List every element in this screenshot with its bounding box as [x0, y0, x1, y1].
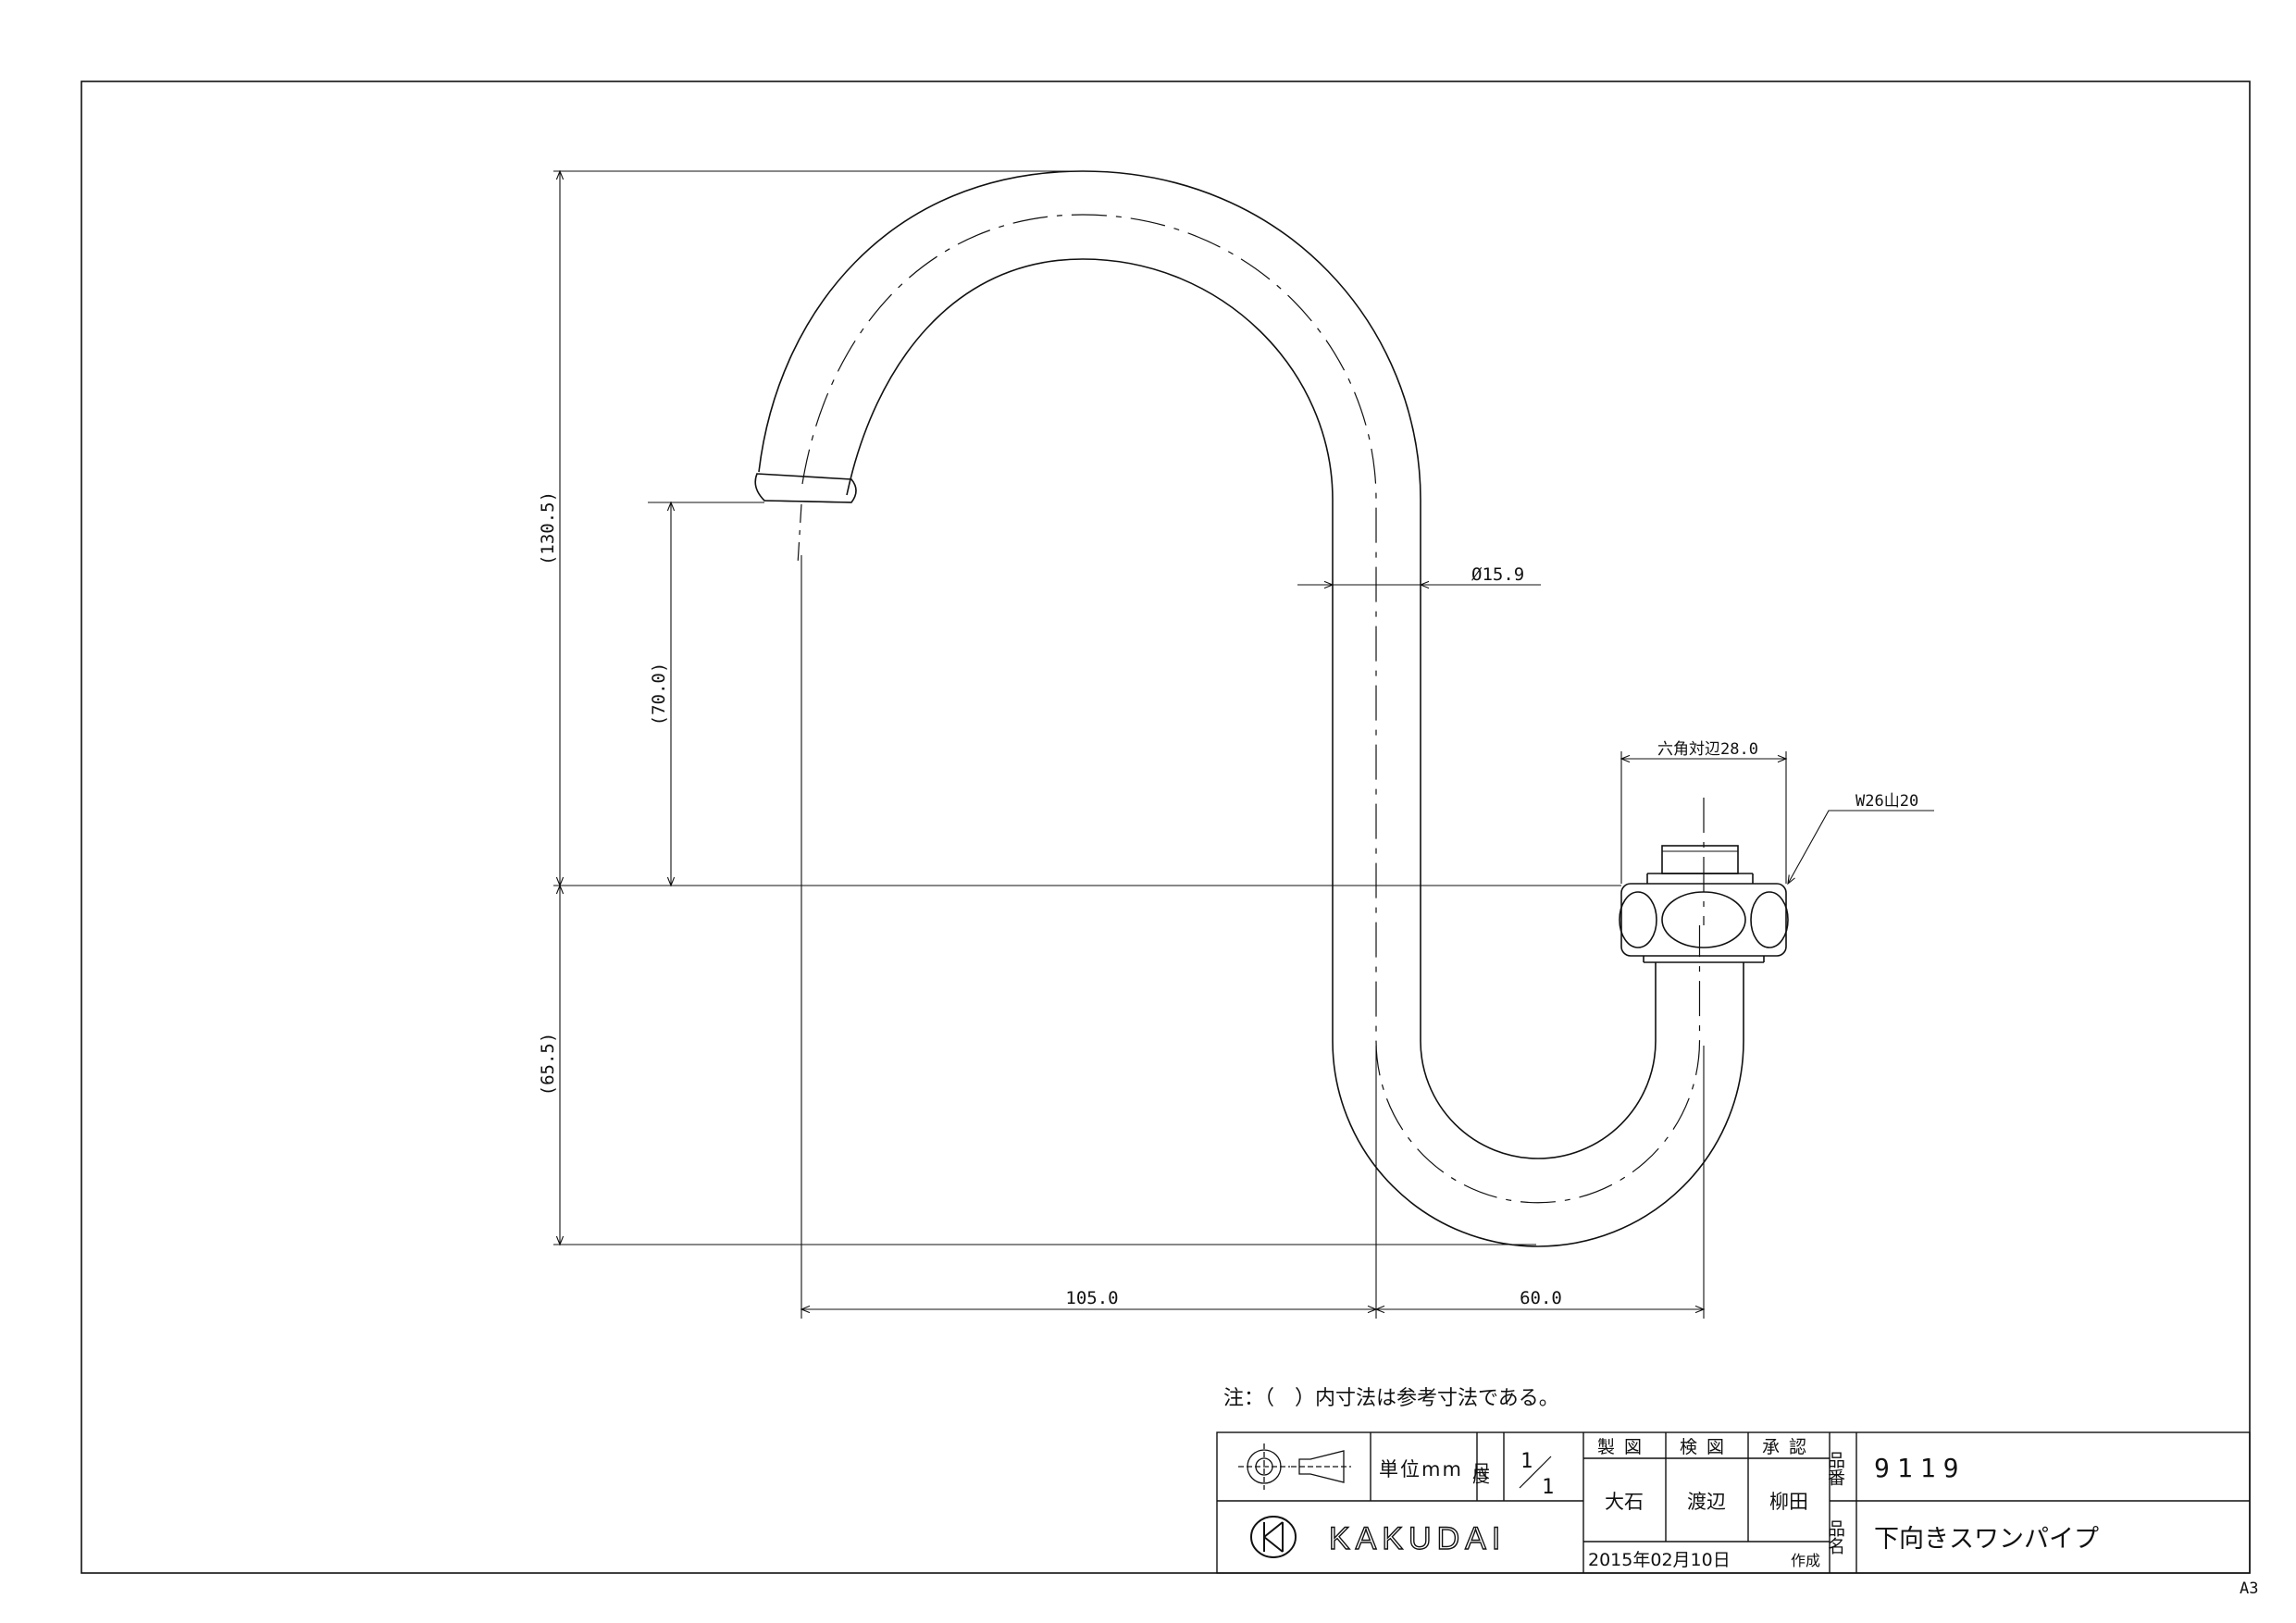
- dim-outlet-height: (70.0): [649, 663, 669, 726]
- drawing-date: 2015年02月10日: [1588, 1550, 1731, 1570]
- scale-numerator: 1: [1520, 1450, 1533, 1473]
- pipe-outer-wall: [758, 170, 1657, 1159]
- part-name-label: 品名: [1825, 1519, 1845, 1555]
- date-suffix: 作成: [1791, 1552, 1820, 1569]
- part-no: 9119: [1874, 1453, 1966, 1483]
- swan-pipe: [754, 170, 1789, 1247]
- approved-label: 承認: [1762, 1437, 1816, 1457]
- scale-label: 尺度: [1470, 1462, 1490, 1484]
- drawn-label: 製図: [1597, 1437, 1651, 1457]
- checked-label: 検図: [1680, 1437, 1733, 1457]
- kakudai-logo: KAKUDAI: [1250, 1516, 1506, 1558]
- part-no-label: 品番: [1825, 1451, 1845, 1486]
- dim-height-total: (130.5): [538, 491, 558, 565]
- checked-by: 渡辺: [1687, 1491, 1726, 1513]
- brand-name: KAKUDAI: [1329, 1521, 1506, 1556]
- thread-leader: [1787, 810, 1934, 886]
- approved-by: 柳田: [1769, 1491, 1808, 1513]
- dim-hex-across-flats: 六角対辺28.0: [1657, 740, 1758, 759]
- unit-label: 単位mm: [1379, 1458, 1463, 1481]
- scale-denominator: 1: [1542, 1476, 1554, 1499]
- drawing-border: [81, 81, 2251, 1574]
- dim-thread: W26山20: [1855, 792, 1918, 811]
- title-block: [1216, 1431, 2251, 1574]
- dim-lower-height: (65.5): [538, 1033, 558, 1096]
- connector-thread-cap: [1661, 845, 1739, 874]
- pipe-centerline: [801, 214, 1701, 1204]
- drawn-by: 大石: [1605, 1491, 1644, 1513]
- dim-reach: 105.0: [1065, 1288, 1118, 1308]
- reference-note: 注：（ ）内寸法は参考寸法である。: [1223, 1387, 1559, 1410]
- part-name: 下向きスワンパイプ: [1874, 1525, 2099, 1554]
- dim-pipe-diameter: Ø15.9: [1471, 564, 1524, 585]
- pipe-inner-wall: [846, 258, 1744, 1247]
- dimension-lines: [553, 169, 1934, 1319]
- dim-offset: 60.0: [1520, 1288, 1562, 1308]
- spout-tip: [754, 473, 857, 503]
- sheet-size: A3: [2240, 1580, 2258, 1598]
- projection-symbol-icon: [1238, 1443, 1351, 1490]
